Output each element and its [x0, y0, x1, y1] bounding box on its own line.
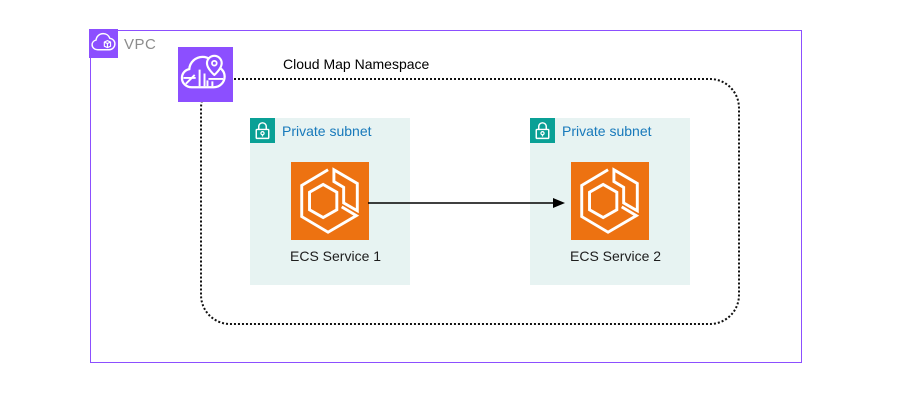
private-subnet-label: Private subnet	[562, 123, 652, 139]
private-subnet-label: Private subnet	[282, 123, 372, 139]
ecs-service-2-node: ECS Service 2	[570, 162, 662, 264]
vpc-group-border	[90, 30, 802, 363]
cloud-map-icon	[178, 47, 233, 102]
vpc-label: VPC	[124, 36, 157, 53]
ecs-service-1-node: ECS Service 1	[290, 162, 382, 264]
private-subnet-lock-icon	[530, 118, 555, 143]
ecs-icon	[571, 162, 649, 240]
private-subnet-lock-icon	[250, 118, 275, 143]
private-subnet-1: Private subnet ECS Service 1	[250, 118, 410, 285]
cloud-map-namespace-label: Cloud Map Namespace	[283, 56, 430, 72]
ecs-service-2-label: ECS Service 2	[570, 248, 662, 264]
cloud-map-namespace-border	[200, 78, 740, 325]
ecs-icon	[291, 162, 369, 240]
connection-arrow	[368, 198, 565, 208]
vpc-cloud-icon	[89, 29, 118, 58]
ecs-service-1-label: ECS Service 1	[290, 248, 382, 264]
